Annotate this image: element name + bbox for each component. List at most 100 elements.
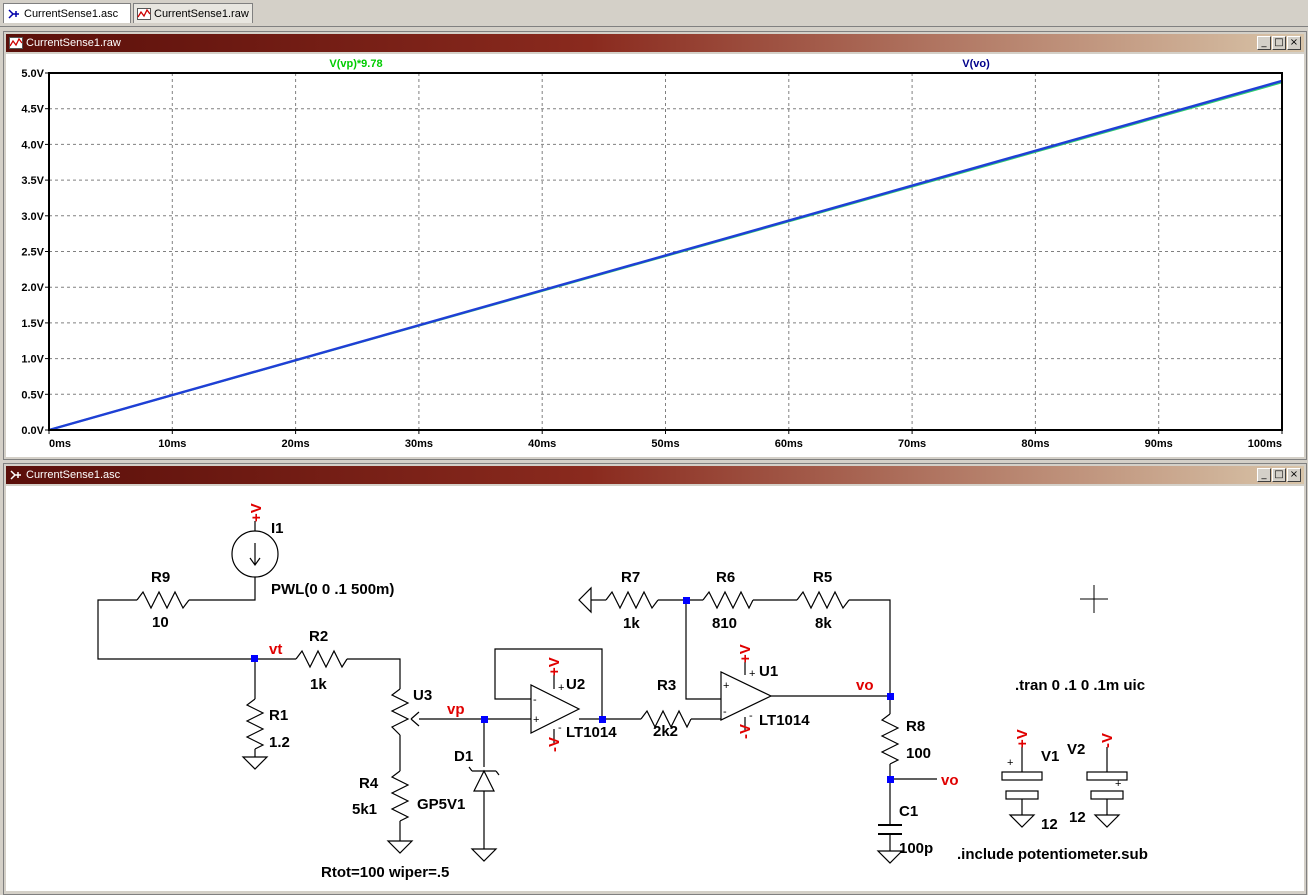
label-u3-name: U3 (413, 687, 432, 704)
y-tick-label: 4.0V (21, 139, 44, 151)
ground-icon (386, 840, 414, 854)
maximize-button[interactable]: □ (1272, 468, 1286, 482)
directive-tran[interactable]: .tran 0 .1 0 .1m uic (1015, 677, 1145, 694)
y-tick-label: 0.5V (21, 389, 44, 401)
label-r1-name: R1 (269, 707, 288, 724)
label-r6-name: R6 (716, 569, 735, 586)
ground-icon (1093, 814, 1121, 828)
x-tick-label: 80ms (1021, 438, 1049, 450)
label-u2-name: U2 (566, 676, 585, 693)
schematic-titlebar[interactable]: CurrentSense1.asc _□× (6, 466, 1304, 484)
label-d1-name: D1 (454, 748, 473, 765)
opamps (530, 671, 773, 734)
opamp-u2 (530, 684, 581, 734)
x-tick-label: 10ms (158, 438, 186, 450)
pin-marks: - + + - + - + - + + (533, 668, 1121, 790)
net-label-vo-out: vo (941, 772, 959, 789)
junctions (251, 597, 894, 783)
svg-text:-: - (558, 722, 562, 734)
battery-v1 (1001, 771, 1043, 781)
y-tick-label: 0.0V (21, 425, 44, 437)
x-tick-label: 0ms (49, 438, 71, 450)
supply-flag-neg: -V (737, 724, 754, 739)
waveform-plot-pane[interactable]: V(vp)*9.78 V(vo) 0.0V 0.5V 1.0V 1.5V 2.0V 2.5… (6, 54, 1304, 457)
minimize-button[interactable]: _ (1257, 36, 1271, 50)
supply-flags: +V +V -V +V -V +V -V (248, 503, 1116, 752)
label-r5-name: R5 (813, 569, 832, 586)
supply-flag-pos: +V (248, 503, 265, 522)
schematic-canvas[interactable]: +V +V -V +V -V +V -V vt vp vo vo - + + - (6, 486, 1304, 891)
wires (97, 521, 1108, 851)
resistor-r3 (640, 709, 692, 729)
supply-flag-neg: -V (546, 737, 563, 752)
tab-waveform[interactable]: CurrentSense1.raw (133, 3, 253, 23)
trace-label-vo[interactable]: V(vo) (962, 58, 990, 70)
ground-icon (241, 756, 269, 770)
resistor-r5 (796, 590, 850, 610)
label-r7-value: 1k (623, 615, 640, 632)
minimize-button[interactable]: _ (1257, 468, 1271, 482)
svg-text:-: - (533, 694, 537, 706)
waveform-window-icon (9, 37, 23, 49)
current-source-i1[interactable] (231, 530, 279, 578)
resistor-r1 (245, 698, 265, 750)
y-tick-label: 1.5V (21, 318, 44, 330)
waveform-plot[interactable]: V(vp)*9.78 V(vo) 0.0V 0.5V 1.0V 1.5V 2.0V 2.5… (6, 54, 1304, 457)
label-r4-name: R4 (359, 775, 379, 792)
maximize-button[interactable]: □ (1272, 36, 1286, 50)
battery-v2 (1086, 771, 1128, 781)
y-tick-label: 3.5V (21, 175, 44, 187)
spice-directives: .tran 0 .1 0 .1m uic .include potentiome… (321, 677, 1148, 881)
waveform-window-title: CurrentSense1.raw (26, 37, 121, 49)
waveform-icon (137, 8, 151, 20)
y-tick-label: 3.0V (21, 211, 44, 223)
label-v1-value: 12 (1041, 816, 1058, 833)
resistors (136, 590, 900, 822)
label-v2-value: 12 (1069, 809, 1086, 826)
supply-flag-pos: +V (1014, 729, 1031, 748)
x-tick-label: 90ms (1145, 438, 1173, 450)
label-r1-value: 1.2 (269, 734, 290, 751)
schematic-window: CurrentSense1.asc _□× (3, 463, 1307, 895)
label-r4-value: 5k1 (352, 801, 377, 818)
label-r2-name: R2 (309, 628, 328, 645)
y-axis-ticks: 0.0V 0.5V 1.0V 1.5V 2.0V 2.5V 3.0V 3.5V 4.0V 4.5V… (21, 68, 49, 437)
x-tick-label: 50ms (651, 438, 679, 450)
schematic-drawing[interactable]: +V +V -V +V -V +V -V vt vp vo vo - + + - (6, 486, 1304, 891)
resistor-r7 (605, 590, 659, 610)
tab-schematic[interactable]: CurrentSense1.asc (3, 3, 131, 23)
resistor-r4 (390, 770, 410, 822)
y-tick-label: 2.0V (21, 282, 44, 294)
x-tick-label: 60ms (775, 438, 803, 450)
close-button[interactable]: × (1287, 36, 1301, 50)
label-i1-name: I1 (271, 520, 284, 537)
directive-include[interactable]: .include potentiometer.sub (957, 846, 1148, 863)
trace-label-vp[interactable]: V(vp)*9.78 (329, 58, 382, 70)
label-r9-value: 10 (152, 614, 169, 631)
label-r8-name: R8 (906, 718, 925, 735)
cursor-crosshair-icon (1080, 585, 1108, 613)
close-button[interactable]: × (1287, 468, 1301, 482)
net-label-vt: vt (269, 641, 282, 658)
supply-flag-neg: -V (1099, 733, 1116, 748)
waveform-titlebar[interactable]: CurrentSense1.raw _□× (6, 34, 1304, 52)
label-r5-value: 8k (815, 615, 832, 632)
resistor-r2 (295, 649, 348, 669)
ground-icon (578, 586, 592, 614)
zener-diode-d1[interactable] (468, 766, 500, 792)
series-line-vo[interactable] (48, 79, 1283, 432)
schematic-icon (8, 9, 19, 19)
label-r3-value: 2k2 (653, 723, 678, 740)
plot-frame (48, 72, 1283, 431)
component-labels: I1 PWL(0 0 .1 500m) R9 10 R2 1k R1 1.2 U… (151, 520, 1086, 857)
label-r7-name: R7 (621, 569, 640, 586)
plot-series (48, 79, 1283, 432)
schematic-window-title: CurrentSense1.asc (26, 469, 121, 481)
directive-pot-params[interactable]: Rtot=100 wiper=.5 (321, 864, 449, 881)
y-tick-label: 4.5V (21, 104, 44, 116)
y-tick-label: 1.0V (21, 354, 44, 366)
resistor-r6 (702, 590, 754, 610)
net-label-vp: vp (447, 701, 465, 718)
y-tick-label: 2.5V (21, 247, 44, 259)
capacitor-c1[interactable] (878, 824, 902, 835)
